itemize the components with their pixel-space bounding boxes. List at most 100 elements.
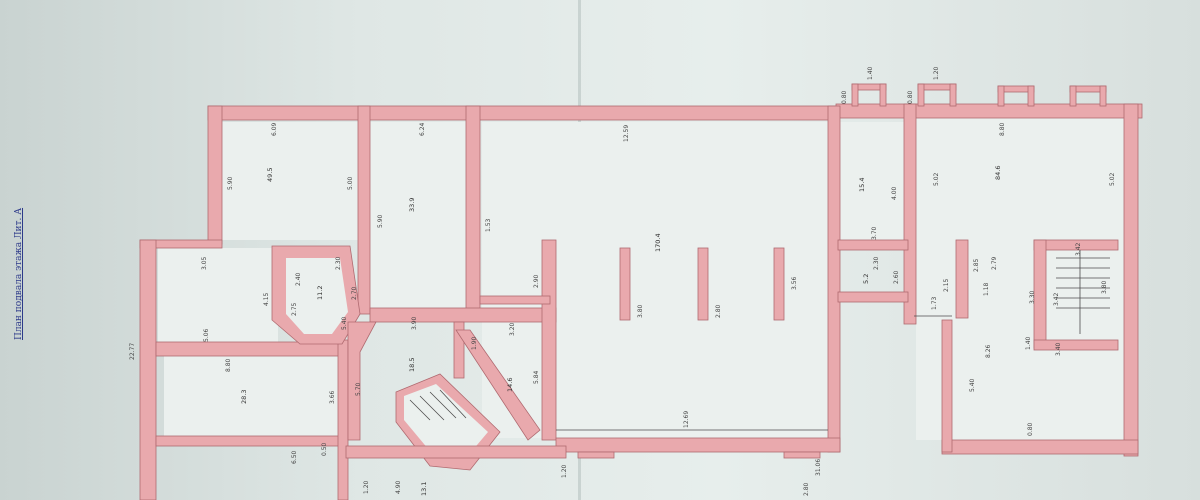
dimension: 0.80 bbox=[841, 90, 848, 104]
dimension: 12.59 bbox=[623, 125, 630, 142]
wall bbox=[357, 105, 371, 315]
wall-right bbox=[1123, 103, 1139, 457]
dimension-labels: 5.90 6.09 5.00 6.24 5.90 1.53 12.59 12.6… bbox=[129, 66, 1116, 496]
dimension: 5.70 bbox=[355, 382, 362, 396]
dimension: 3.70 bbox=[871, 226, 878, 240]
dimension: 2.75 bbox=[291, 302, 298, 316]
wall-left bbox=[139, 239, 157, 500]
dimension: 3.80 bbox=[637, 304, 644, 318]
dimension: 12.69 bbox=[683, 411, 690, 428]
dimension: 3.05 bbox=[201, 256, 208, 270]
dimension: 6.09 bbox=[271, 122, 278, 136]
room-area-label: 13.1 bbox=[420, 482, 428, 496]
wall bbox=[837, 291, 909, 303]
dimension: 3.40 bbox=[1055, 342, 1062, 356]
column bbox=[773, 247, 785, 321]
room-area-label: 18.5 bbox=[408, 358, 416, 372]
dimension: 4.90 bbox=[395, 480, 402, 494]
stair-fill bbox=[404, 384, 488, 458]
room-labels: 49.5 33.9 170.4 15.4 84.6 11.2 28.3 18.5… bbox=[240, 166, 1002, 496]
dimension: 2.70 bbox=[351, 286, 358, 300]
dimension: 5.06 bbox=[203, 328, 210, 342]
dimension: 1.40 bbox=[1025, 336, 1032, 350]
wall bbox=[903, 103, 917, 325]
dimension: 2.30 bbox=[873, 256, 880, 270]
window-well bbox=[851, 83, 859, 107]
room-area-label: 33.9 bbox=[408, 198, 416, 212]
window-well bbox=[577, 451, 615, 459]
dimension: 2.80 bbox=[715, 304, 722, 318]
wall bbox=[1033, 339, 1119, 351]
dimension: 5.02 bbox=[1109, 172, 1116, 186]
room-area-label: 49.5 bbox=[266, 168, 274, 182]
wall-bottom bbox=[555, 437, 841, 453]
room-area-label: 170.4 bbox=[654, 233, 662, 252]
dimension: 1.20 bbox=[561, 464, 568, 478]
wall bbox=[541, 239, 557, 441]
dimension: 8.26 bbox=[985, 344, 992, 358]
dimension: 2.40 bbox=[295, 272, 302, 286]
room-area-label: 84.6 bbox=[994, 166, 1002, 180]
dimension: 4.00 bbox=[891, 186, 898, 200]
room-fills bbox=[158, 118, 1124, 440]
dimension: 6.24 bbox=[419, 122, 426, 136]
dimension: 2.30 bbox=[335, 256, 342, 270]
dimension: 2.80 bbox=[803, 482, 810, 496]
wall-top bbox=[207, 105, 839, 121]
dimension: 8.80 bbox=[999, 122, 1006, 136]
room-area-label: 28.3 bbox=[240, 390, 248, 404]
dimension: 8.80 bbox=[225, 358, 232, 372]
wall-bottom bbox=[345, 445, 567, 459]
wall bbox=[955, 239, 969, 319]
room-area-label: 14.6 bbox=[506, 378, 514, 392]
window-well bbox=[1069, 85, 1077, 107]
wall bbox=[337, 339, 349, 500]
dimension: 1.18 bbox=[983, 282, 990, 296]
dimension: 2.85 bbox=[973, 258, 980, 272]
window-well bbox=[1027, 85, 1035, 107]
dimension: 2.60 bbox=[893, 270, 900, 284]
dimension: 5.02 bbox=[933, 172, 940, 186]
dimension: 3.56 bbox=[791, 276, 798, 290]
dimension: 3.80 bbox=[1101, 280, 1108, 294]
room-area-label: 15.4 bbox=[858, 178, 866, 192]
dimension: 22.77 bbox=[129, 343, 136, 360]
window-well bbox=[879, 83, 887, 107]
wall bbox=[827, 105, 841, 453]
room-octagon-fill bbox=[286, 258, 348, 334]
window-well bbox=[783, 451, 821, 459]
dimension: 1.90 bbox=[471, 336, 478, 350]
dimension: 3.90 bbox=[411, 316, 418, 330]
walls bbox=[139, 83, 1143, 500]
wall bbox=[837, 239, 909, 251]
window-well bbox=[949, 83, 957, 107]
column bbox=[697, 247, 709, 321]
dimension: 3.66 bbox=[329, 390, 336, 404]
wall-bottom-right bbox=[941, 439, 1139, 455]
dimension: 1.53 bbox=[485, 218, 492, 232]
dimension: 3.30 bbox=[1029, 290, 1036, 304]
dimension: 5.00 bbox=[347, 176, 354, 190]
stair-treads bbox=[409, 250, 1110, 431]
dimension: 1.40 bbox=[867, 66, 874, 80]
dimension: 1.20 bbox=[933, 66, 940, 80]
dimension: 3.20 bbox=[509, 322, 516, 336]
wall bbox=[941, 319, 953, 453]
dimension: 0.80 bbox=[907, 90, 914, 104]
room-area-label: 11.2 bbox=[316, 286, 324, 300]
wall bbox=[465, 105, 481, 313]
dimension: 6.50 bbox=[291, 450, 298, 464]
dimension: 3.42 bbox=[1075, 242, 1082, 256]
dimension: 5.40 bbox=[969, 378, 976, 392]
dimension: 5.90 bbox=[227, 176, 234, 190]
wall bbox=[479, 295, 551, 305]
dimension: 5.40 bbox=[341, 316, 348, 330]
room-area-label: 5.2 bbox=[862, 274, 870, 284]
wall bbox=[455, 329, 541, 441]
dimension: 31.06 bbox=[815, 459, 822, 476]
dimension: 2.15 bbox=[943, 278, 950, 292]
dimension: 2.90 bbox=[533, 274, 540, 288]
plan-title: План подвала этажа Лит. А bbox=[14, 207, 24, 340]
wall bbox=[453, 321, 465, 379]
